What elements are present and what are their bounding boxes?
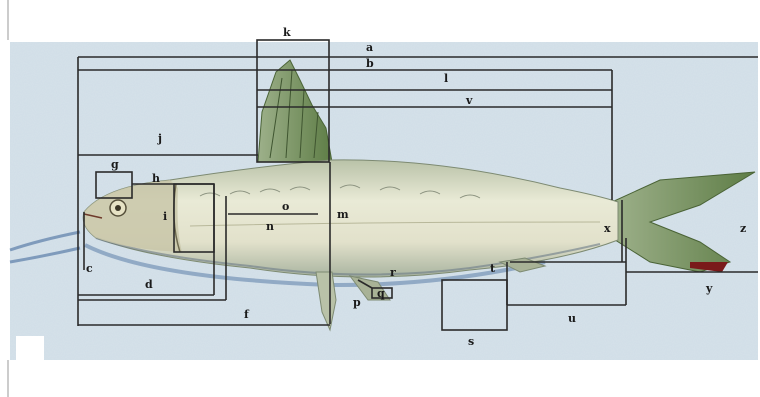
label-g: g	[111, 158, 119, 171]
label-s: s	[468, 335, 474, 348]
label-h: h	[152, 172, 160, 185]
fish-pupil	[115, 205, 121, 211]
label-i: i	[163, 210, 167, 223]
label-c: c	[86, 262, 93, 275]
label-b: b	[366, 57, 374, 70]
label-z: z	[740, 222, 746, 235]
label-u: u	[568, 312, 576, 325]
label-m: m	[337, 208, 349, 221]
label-n: n	[266, 220, 274, 233]
label-k: k	[283, 26, 291, 39]
label-y: y	[705, 282, 713, 295]
white-corner-patch	[16, 336, 44, 360]
label-o: o	[282, 200, 289, 213]
label-a: a	[366, 41, 373, 54]
label-p: p	[353, 296, 361, 309]
label-d: d	[145, 278, 153, 291]
label-r: r	[390, 266, 396, 279]
label-q: q	[377, 287, 385, 300]
label-j: j	[157, 132, 162, 145]
label-v: v	[465, 94, 473, 107]
label-x: x	[604, 222, 611, 235]
label-l: l	[444, 72, 448, 85]
